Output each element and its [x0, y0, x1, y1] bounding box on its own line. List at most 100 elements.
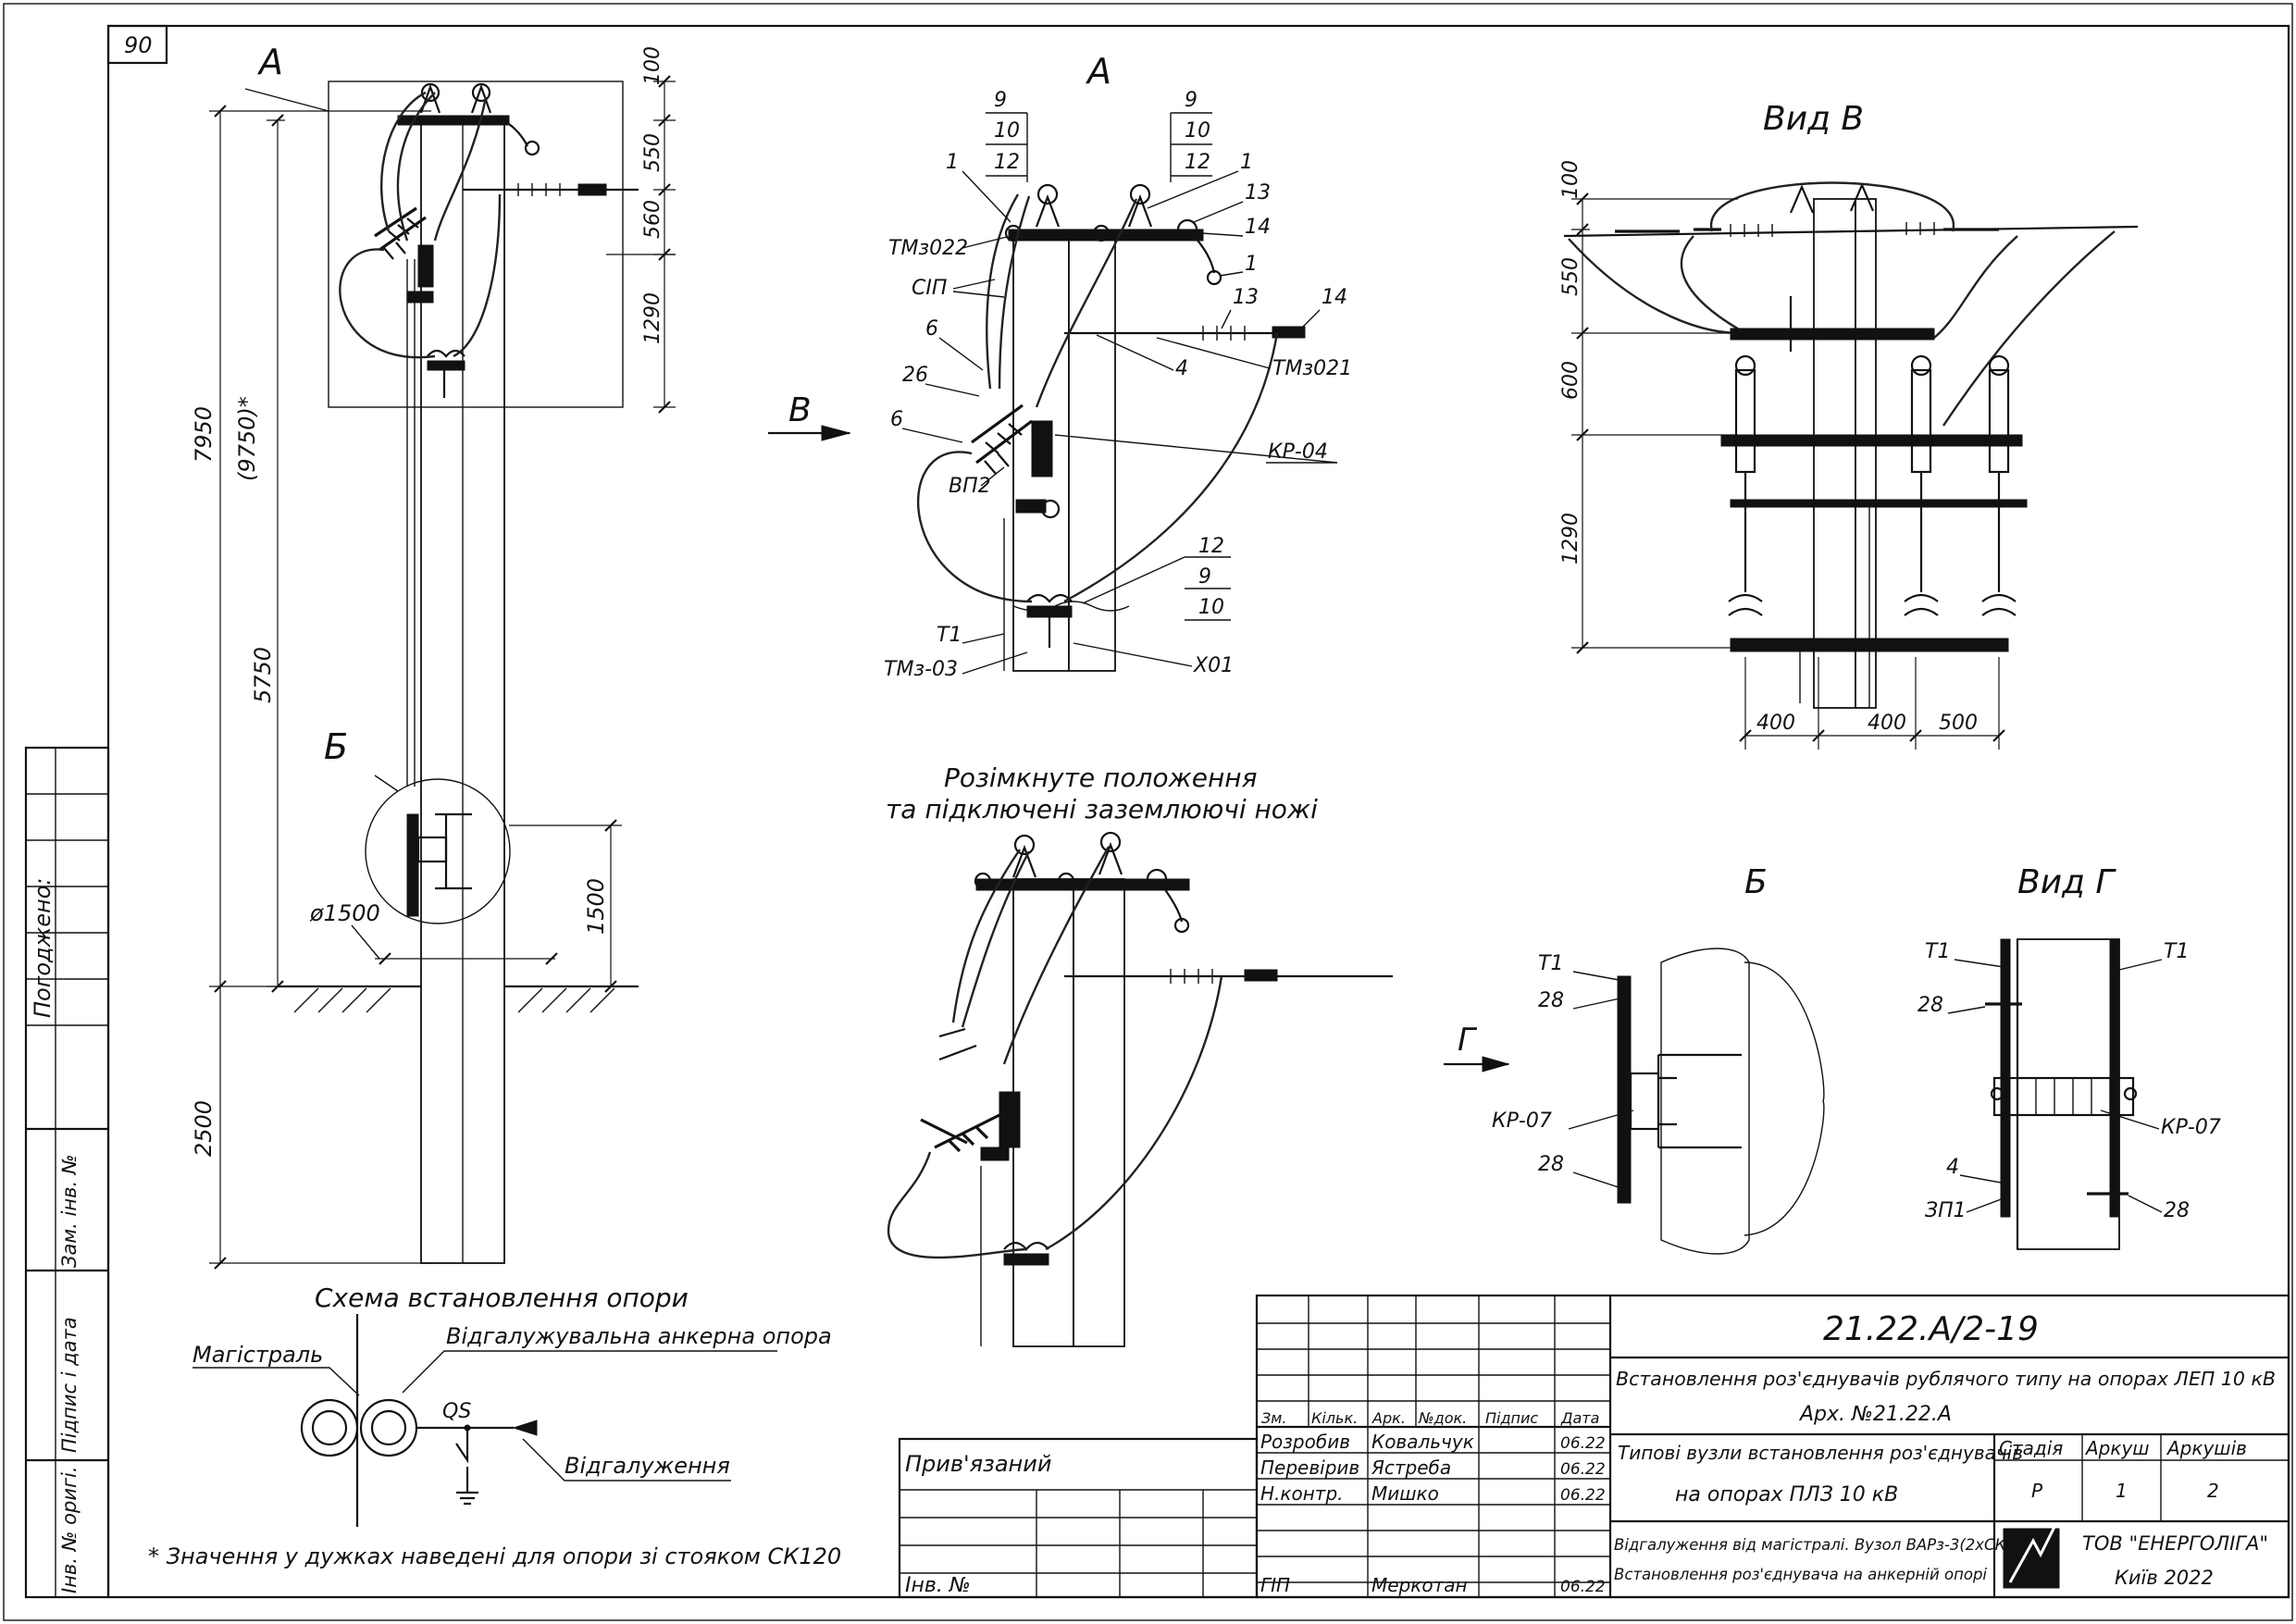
a-label-13-top: 13	[1245, 181, 1271, 205]
a-label-6-bottom: 6	[890, 408, 903, 431]
a-label-6-top: 6	[925, 317, 938, 341]
tb-row-date-3: 06.22	[1560, 1486, 1606, 1505]
view-g: Вид Г T1 28 4 ЗП1 T1 КР-07 28	[1917, 863, 2221, 1250]
tb-header-kilk: Кільк.	[1311, 1409, 1358, 1427]
a-label-1-right: 1	[1240, 151, 1253, 174]
open-state-view: Розімкнуте положення та підключені зазем…	[886, 762, 1393, 1347]
b-label-28-bottom: 28	[1538, 1153, 1564, 1176]
installation-scheme: Схема встановлення опори Магістраль Відг…	[148, 1283, 841, 1569]
vv-dim-400-a: 400	[1756, 712, 1795, 735]
a-label-10-right: 10	[1185, 119, 1210, 143]
a-label-9-left: 9	[994, 89, 1007, 112]
tb-header-pidpys: Підпис	[1485, 1409, 1538, 1427]
g-label-4: 4	[1946, 1156, 1959, 1179]
a-label-1-mid: 1	[1245, 253, 1258, 276]
vv-dim-100: 100	[1559, 160, 1582, 199]
tb-sheets-value: 2	[2207, 1480, 2219, 1502]
a-label-tmz021: ТМз021	[1272, 357, 1352, 380]
b-label-kr07: КР-07	[1492, 1110, 1552, 1133]
a-label-vp2: ВП2	[949, 475, 991, 498]
scheme-title: Схема встановлення опори	[315, 1283, 689, 1313]
tb-sheet-title-3: Відгалуження від магістралі. Вузол ВАРз-…	[1614, 1536, 2017, 1554]
tb-row-name-1: Ковальчук	[1371, 1431, 1474, 1453]
scheme-footnote: * Значення у дужках наведені для опори з…	[148, 1543, 841, 1569]
tb-row-name-4: Меркотан	[1371, 1574, 1468, 1596]
title-block: 21.22.A/2-19 Встановлення роз'єднувачів …	[898, 1294, 2290, 1599]
view-v-title: Вид В	[1763, 100, 1864, 138]
g-label-28-left: 28	[1917, 994, 1943, 1017]
a-label-tmz022: ТМз022	[888, 237, 968, 260]
tb-sheets-header: Аркушів	[2166, 1437, 2247, 1459]
vv-dim-400-b: 400	[1868, 712, 1906, 735]
view-b: Б T1 28 КР-07 28 Г	[1444, 863, 1825, 1255]
g-label-kr07: КР-07	[2161, 1116, 2221, 1139]
tb-sheet-header: Аркуш	[2084, 1437, 2150, 1459]
view-g-title: Вид Г	[2017, 863, 2116, 901]
a-label-9-bottom: 9	[1198, 565, 1211, 589]
vv-dim-600: 600	[1559, 361, 1582, 400]
scheme-anchor-pole: Відгалужувальна анкерна опора	[446, 1323, 832, 1349]
tb-row-role-2: Перевірив	[1260, 1457, 1359, 1479]
side-stamp: Погоджено: Зам. інв. № Підпис і дата Інв…	[24, 746, 110, 1599]
dim-7950: 7950	[191, 406, 217, 463]
g-label-t1-right: T1	[2164, 940, 2189, 963]
a-label-1-left: 1	[946, 151, 959, 174]
dim-560: 560	[641, 200, 664, 239]
arrow-b-label: B	[788, 391, 812, 429]
a-label-26: 26	[902, 364, 928, 387]
a-label-10-left: 10	[994, 119, 1020, 143]
tb-project-title: Встановлення роз'єднувачів рублячого тип…	[1616, 1368, 2276, 1390]
b-label-t1: T1	[1538, 952, 1563, 975]
tb-row-date-4: 06.22	[1560, 1578, 1606, 1596]
tb-row-name-2: Ястреба	[1371, 1457, 1451, 1479]
stamp-replaced-inv: Зам. інв. №	[58, 1154, 81, 1268]
tb-row-role-4: ГІП	[1260, 1574, 1290, 1596]
vv-dim-500: 500	[1939, 712, 1978, 735]
dim-1290: 1290	[641, 292, 664, 344]
g-label-t1-left: T1	[1925, 940, 1950, 963]
tb-row-date-1: 06.22	[1560, 1434, 1606, 1453]
dim-1500: 1500	[583, 878, 609, 935]
stamp-sign-date: Підпис і дата	[58, 1317, 81, 1453]
vv-dim-1290: 1290	[1559, 513, 1582, 564]
a-label-sip: СІП	[912, 277, 947, 300]
scheme-branch: Відгалуження	[565, 1453, 730, 1479]
a-label-12-left: 12	[994, 151, 1020, 174]
tb-stage-header: Стадія	[1999, 1437, 2063, 1459]
dim-550: 550	[641, 133, 664, 172]
view-a-title: A	[1085, 51, 1111, 92]
view-b-title: Б	[1744, 863, 1768, 901]
g-label-zp1: ЗП1	[1925, 1199, 1967, 1222]
a-label-x01: Х01	[1193, 654, 1234, 677]
tb-row-name-3: Мишко	[1371, 1482, 1439, 1505]
scheme-main-line: Магістраль	[192, 1342, 323, 1368]
callout-a: A	[256, 42, 283, 82]
tb-sheet-title-2: на опорах ПЛЗ 10 кВ	[1675, 1483, 1898, 1506]
b-label-28-top: 28	[1538, 989, 1564, 1012]
tb-row-date-2: 06.22	[1560, 1460, 1606, 1479]
tb-row-role-3: Н.контр.	[1260, 1482, 1344, 1505]
a-label-tmz03: ТМз-03	[884, 658, 958, 681]
vv-dim-550: 550	[1559, 257, 1582, 296]
open-state-title-1: Розімкнуте положення	[944, 762, 1257, 793]
view-v: Вид В 100 550 600	[1559, 100, 2139, 750]
tb-archive: Арх. №21.22.А	[1798, 1403, 1952, 1426]
arrow-g-label: Г	[1458, 1022, 1478, 1059]
dim-diameter: ø1500	[309, 900, 380, 926]
a-label-kr04: КР-04	[1268, 440, 1328, 464]
scheme-switch: QS	[442, 1400, 471, 1423]
a-label-14-top: 14	[1245, 216, 1271, 239]
view-a: A 9 10 12 1 ТМз022	[768, 51, 1352, 681]
tb-inv: Інв. №	[905, 1574, 971, 1597]
left-pole-view: A Б 100	[191, 42, 676, 1270]
tb-header-ark: Арк.	[1371, 1409, 1406, 1427]
sheet-number-box: 90	[124, 32, 153, 58]
tb-stage-value: Р	[2031, 1480, 2043, 1502]
tb-sheet-value: 1	[2116, 1480, 2128, 1502]
tb-header-zm: Зм.	[1261, 1409, 1286, 1427]
dim-100: 100	[641, 46, 664, 85]
a-label-4: 4	[1175, 357, 1188, 380]
dim-5750: 5750	[250, 647, 276, 703]
tb-sheet-title-4: Встановлення роз'єднувача на анкерній оп…	[1614, 1566, 1987, 1583]
